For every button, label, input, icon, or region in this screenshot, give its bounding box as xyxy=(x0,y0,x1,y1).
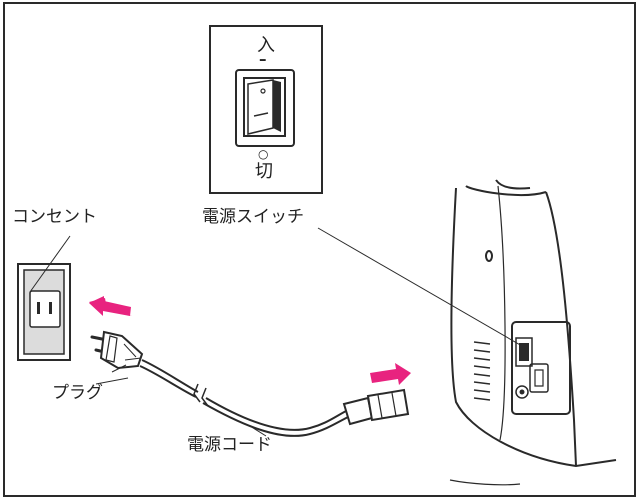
switch-on-symbol: – xyxy=(259,50,267,68)
machine-connector xyxy=(342,388,410,426)
switch-on-label: 入 xyxy=(257,35,275,56)
cord-leader xyxy=(249,425,267,437)
plug-label: プラグ xyxy=(52,383,103,403)
arrow-to-machine xyxy=(370,363,411,385)
plug-leader xyxy=(95,377,129,385)
plug xyxy=(90,330,144,373)
wall-outlet xyxy=(17,235,71,361)
sewing-machine xyxy=(449,179,617,486)
power-cord xyxy=(139,359,351,437)
power-switch-label: 電源スイッチ xyxy=(202,207,304,227)
diagram-border xyxy=(3,2,636,497)
switch-off-label: 切 xyxy=(255,161,273,182)
power-switch-leader xyxy=(317,227,523,347)
outlet-label: コンセント xyxy=(12,207,97,227)
power-cord-label: 電源コード xyxy=(187,435,272,455)
switch-off-symbol: ○ xyxy=(258,147,269,161)
power-switch-closeup xyxy=(209,25,323,194)
